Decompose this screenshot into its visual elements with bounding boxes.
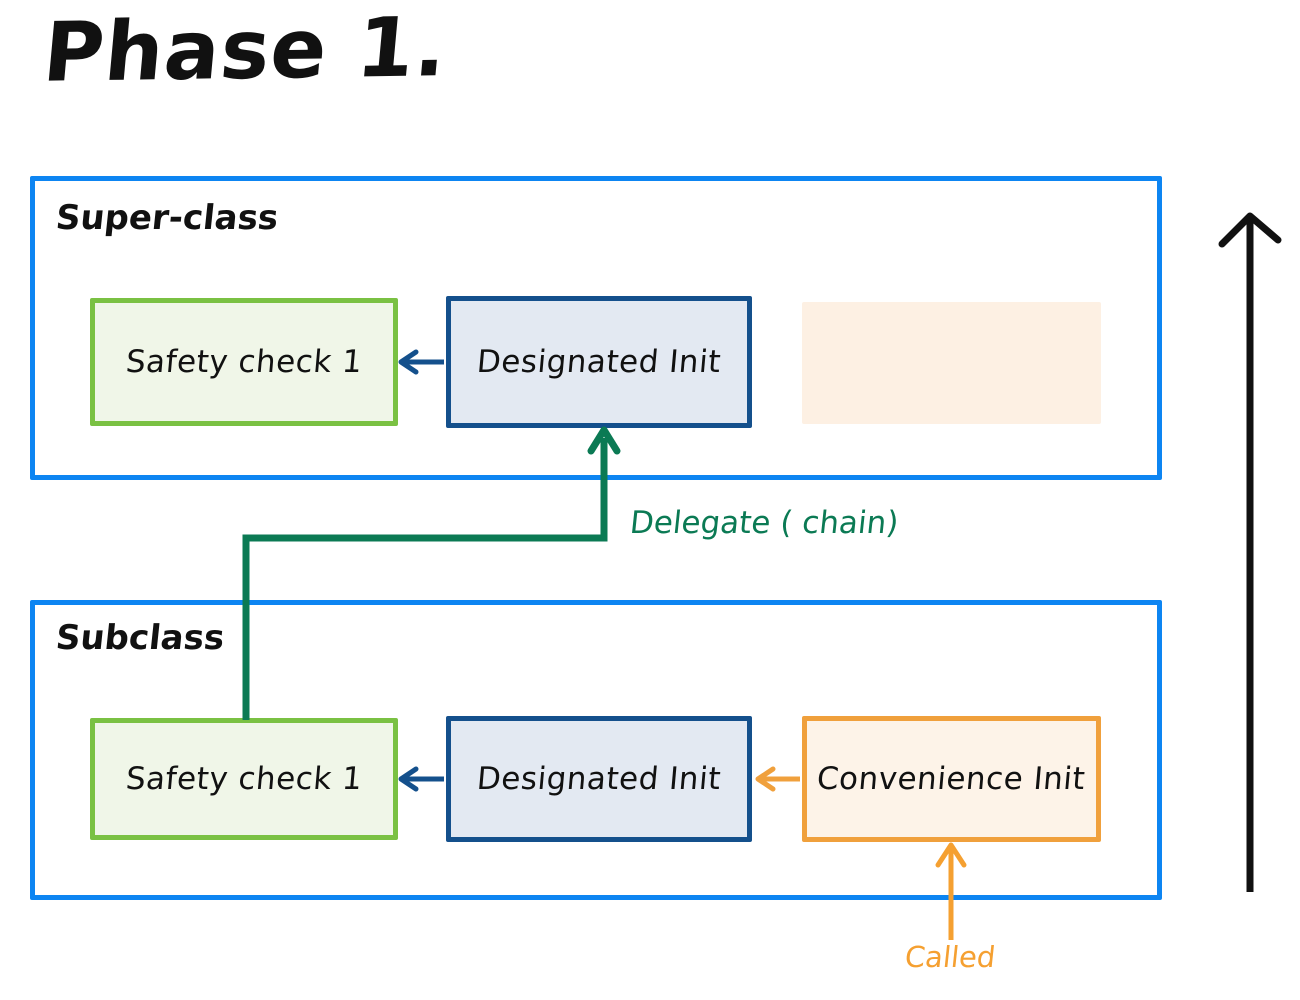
subclass-convenience-init-label: Convenience Init — [815, 761, 1088, 797]
subclass-convenience-init-box[interactable]: Convenience Init — [802, 716, 1101, 842]
subclass-designated-init-box[interactable]: Designated Init — [446, 716, 752, 842]
superclass-designated-init-box[interactable]: Designated Init — [446, 296, 752, 428]
subclass-label: Subclass — [53, 618, 227, 658]
subclass-safety-check-box[interactable]: Safety check 1 — [90, 718, 398, 840]
superclass-placeholder-box — [802, 302, 1101, 424]
subclass-safety-check-label: Safety check 1 — [124, 761, 364, 797]
phase-direction-arrow-icon — [1218, 212, 1282, 892]
page-title: Phase 1. — [39, 0, 452, 101]
superclass-label: Super-class — [53, 198, 281, 238]
called-label: Called — [903, 940, 998, 974]
delegate-chain-label: Delegate ( chain) — [628, 505, 901, 541]
superclass-safety-check-label: Safety check 1 — [124, 344, 364, 380]
superclass-safety-check-box[interactable]: Safety check 1 — [90, 298, 398, 426]
superclass-designated-init-label: Designated Init — [475, 344, 723, 380]
subclass-designated-init-label: Designated Init — [475, 761, 723, 797]
